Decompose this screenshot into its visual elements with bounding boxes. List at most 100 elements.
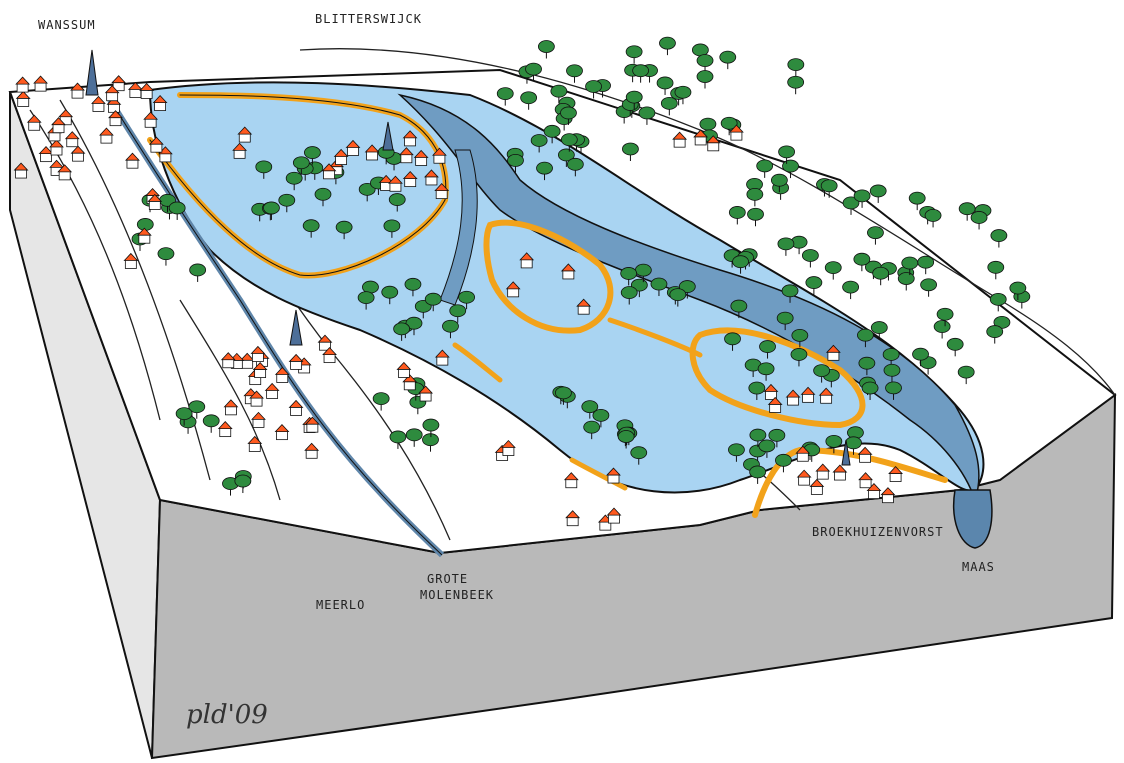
tree-icon (730, 299, 748, 319)
label-blitterswijck: BLITTERSWIJCK (315, 12, 422, 26)
church-tower-meerlo (289, 309, 303, 346)
house-icon (274, 366, 290, 383)
tree-icon (404, 277, 422, 297)
tree-icon (747, 207, 764, 227)
house-icon (402, 374, 418, 391)
tree-icon (520, 91, 538, 110)
house-icon (519, 252, 535, 269)
tree-icon (650, 277, 668, 297)
tree-icon (536, 161, 553, 181)
tree-icon (986, 325, 1004, 344)
tree-icon (989, 292, 1007, 312)
house-icon (418, 385, 434, 402)
house-icon (123, 252, 139, 269)
tree-icon (625, 45, 643, 64)
tree-icon (872, 266, 890, 286)
tree-icon (496, 87, 514, 106)
house-icon (252, 361, 268, 378)
tree-icon (255, 160, 273, 179)
house-icon (152, 95, 168, 111)
tree-icon (908, 191, 926, 211)
tree-icon (758, 439, 776, 458)
tree-icon (757, 362, 775, 381)
house-icon (147, 193, 163, 210)
house-icon (413, 149, 429, 166)
house-icon (345, 139, 361, 156)
tree-icon (585, 80, 602, 99)
house-icon (815, 463, 831, 480)
tree-icon (885, 381, 902, 400)
tree-icon (746, 187, 764, 207)
church-tower-broekhuizenvorst (841, 439, 851, 466)
tree-icon (550, 84, 568, 104)
tree-icon (620, 267, 638, 286)
tree-icon (990, 229, 1008, 248)
house-icon (304, 416, 320, 433)
label-broekhuizenvorst: BROEKHUIZENVORST (812, 525, 944, 539)
house-icon (220, 352, 236, 369)
tree-icon (302, 219, 320, 238)
tree-icon (583, 420, 601, 440)
house-icon (500, 439, 516, 456)
tree-icon (870, 321, 888, 340)
tree-icon (813, 364, 831, 383)
tree-icon (720, 116, 738, 136)
house-icon (247, 435, 263, 452)
tree-icon (748, 381, 766, 401)
house-icon (15, 76, 31, 93)
tree-icon (335, 220, 353, 240)
tree-icon (560, 133, 578, 152)
tree-icon (776, 311, 794, 331)
tree-icon (936, 307, 954, 327)
tree-icon (557, 148, 575, 167)
house-icon (143, 111, 159, 128)
tree-icon (278, 193, 296, 213)
house-icon (705, 135, 721, 152)
tree-icon (696, 70, 714, 89)
house-icon (576, 298, 592, 315)
tree-icon (728, 206, 746, 225)
label-wanssum: WANSSUM (38, 18, 96, 32)
tree-icon (405, 428, 423, 447)
tree-icon (625, 90, 643, 110)
house-icon (606, 467, 621, 484)
tree-icon (778, 145, 795, 164)
tree-icon (656, 76, 674, 95)
house-icon (70, 82, 85, 99)
house-icon (250, 345, 266, 362)
tree-icon (314, 187, 332, 207)
house-icon (136, 227, 152, 244)
house-icon (33, 75, 48, 92)
tree-icon (175, 407, 193, 426)
church-tower-wanssum (85, 49, 99, 96)
tree-icon (869, 184, 887, 203)
tree-icon (883, 363, 901, 383)
house-icon (91, 95, 106, 112)
tree-icon (449, 304, 467, 323)
tree-icon (555, 386, 572, 405)
house-icon (49, 139, 64, 156)
tree-icon (659, 36, 676, 56)
tree-icon (845, 436, 862, 455)
tree-icon (660, 96, 678, 116)
house-icon (322, 347, 337, 364)
house-icon (99, 127, 114, 144)
house-icon (251, 411, 266, 428)
label-meerlo: MEERLO (316, 598, 366, 612)
tree-icon (912, 347, 929, 367)
tree-icon (202, 414, 220, 433)
tree-icon (383, 219, 401, 238)
tree-icon (897, 272, 915, 291)
house-icon (795, 445, 811, 462)
tree-icon (787, 75, 805, 95)
tree-icon (924, 209, 942, 228)
tree-icon (566, 157, 584, 177)
tree-icon (696, 54, 714, 73)
tree-icon (933, 320, 951, 339)
tree-icon (820, 179, 838, 198)
house-icon (321, 163, 337, 180)
church-tower-blitterswijck (382, 121, 394, 151)
house-icon (139, 82, 155, 99)
house-icon (398, 147, 414, 164)
house-icon (51, 117, 66, 134)
